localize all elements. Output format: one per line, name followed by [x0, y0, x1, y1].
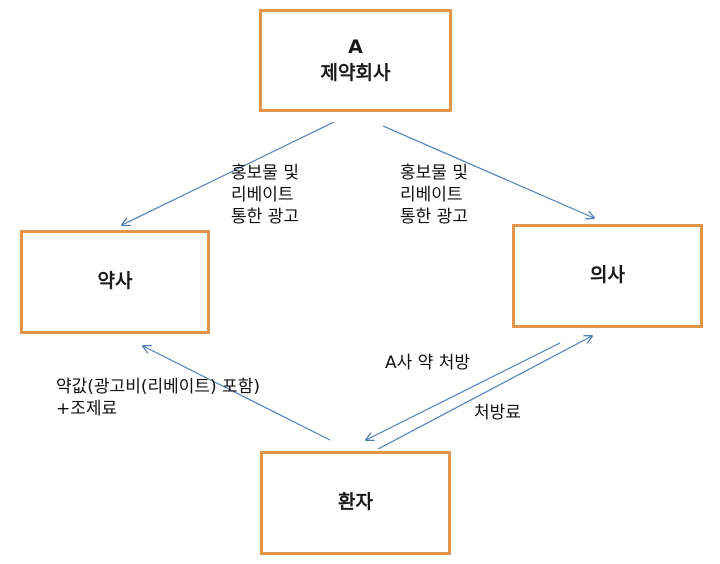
company-label: 제약회사: [320, 61, 391, 84]
edge-label-doctor-patient: A사 약 처방: [385, 353, 470, 373]
arrow-patient-to-doctor: [377, 336, 592, 450]
node-pharmacist: 약사: [20, 230, 210, 334]
arrow-company-to-doctor: [382, 125, 594, 218]
patient-label: 환자: [338, 491, 373, 514]
doctor-label: 의사: [590, 264, 625, 287]
node-doctor: 의사: [512, 224, 703, 328]
node-pharma-company: A 제약회사: [259, 9, 452, 112]
edge-label-patient-doctor: 처방료: [474, 403, 521, 423]
arrow-company-to-pharmacist: [122, 121, 335, 225]
node-patient: 환자: [260, 451, 451, 555]
edge-label-company-doctor: 홍보물 및 리베이트 통한 광고: [400, 163, 468, 227]
edge-label-patient-pharmacist: 약값(광고비(리베이트) 포함) +조제료: [56, 377, 260, 419]
arrow-doctor-to-patient: [366, 342, 561, 440]
company-letter: A: [348, 35, 363, 58]
arrow-patient-to-pharmacist: [143, 346, 331, 441]
pharmacist-label: 약사: [97, 270, 133, 293]
edge-label-company-pharmacist: 홍보물 및 리베이트 통한 광고: [231, 163, 299, 227]
